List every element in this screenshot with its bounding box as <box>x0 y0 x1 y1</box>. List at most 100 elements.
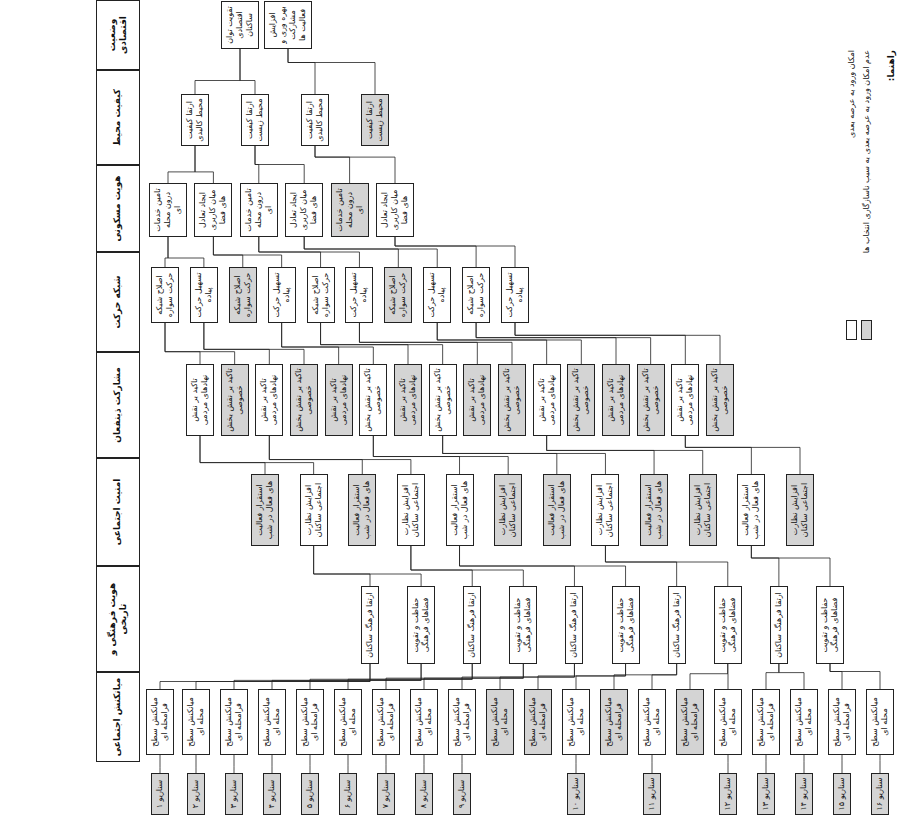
box-text: تاکید بر نقش نهادهای مردمی <box>190 368 210 432</box>
option-box: تامین خدمات درون محله ای <box>149 183 187 237</box>
option-box: تسهیل حرکت پیاده <box>268 267 296 323</box>
blocked-option-box: تاکید بر نقش بخش خصوصی <box>567 364 595 436</box>
blocked-option-box: استقرار فعالیت های فعال در شب <box>348 474 376 546</box>
blocked-option-box: استقرار فعالیت های فعال در شب <box>251 474 279 546</box>
blocked-option-box: افزایش نظارت اجتماعی ساکنان <box>494 474 522 546</box>
tree-connector <box>766 755 767 773</box>
tree-connector <box>751 546 830 586</box>
option-box: استقرار فعالیت های فعال در شب <box>737 474 765 546</box>
box-text: استقرار فعالیت های فعال در شب <box>547 478 567 542</box>
tree-connector <box>576 664 626 689</box>
option-box: تاکید بر نقش بخش خصوصی <box>429 364 457 436</box>
tree-connector <box>200 436 265 474</box>
tree-connector <box>547 436 703 474</box>
tree-connector <box>314 546 421 586</box>
tree-connector <box>204 323 304 364</box>
box-text: ایجاد تعادل میان کاربری های فضا <box>289 187 319 233</box>
box-text: تاکید بر نقش نهادهای مردمی <box>675 368 695 432</box>
legend-item: امکان ورود به عرصه بعدی <box>846 50 857 340</box>
box-text: اصلاح شبکه حرکت سواره <box>311 271 331 319</box>
option-box: تاکید بر نقش نهادهای مردمی <box>255 364 283 436</box>
tree-connector <box>204 323 269 364</box>
option-box: میانکنش سطح فرامحله ای <box>828 689 856 755</box>
tree-connector <box>272 664 421 689</box>
blocked-option-box: تاکید بر نقش نهادهای مردمی <box>394 364 422 436</box>
tree-connector <box>515 323 685 364</box>
box-text: تاکید بر نقش نهادهای مردمی <box>398 368 418 432</box>
option-box: میانکنش سطح محله ای <box>638 689 666 755</box>
box-text: ارتقا کیفیت محیط زیست <box>245 98 265 142</box>
scenario-box: سناریو ۱۶ <box>871 773 889 815</box>
tree-connector <box>424 664 523 689</box>
box-text: میانکنش سطح محله ای <box>718 693 738 751</box>
tree-connector <box>386 664 523 689</box>
box-text: ارتقا کیفیت محیط کالبدی <box>185 98 205 142</box>
tree-connector <box>165 323 235 364</box>
header-cell: هویت مسکونی <box>96 165 140 252</box>
box-text: تاکید بر نقش بخش خصوصی <box>225 368 245 432</box>
box-text: سناریو ۲ <box>191 777 201 811</box>
option-box: افزایش نظارت اجتماعی ساکنان <box>591 474 619 546</box>
tree-connector <box>395 237 476 267</box>
option-box: افزایش بهره وری و مشارکت فعالیت ها <box>264 1 312 49</box>
option-box: تسهیل حرکت پیاده <box>190 267 218 323</box>
tree-connector <box>255 146 304 183</box>
option-box: افزایش نظارت اجتماعی ساکنان <box>397 474 425 546</box>
tree-connector <box>766 664 779 689</box>
box-text: سناریو ۱۱ <box>647 777 657 811</box>
box-text: میانکنش سطح محله ای <box>262 693 282 751</box>
tree-connector <box>160 755 161 773</box>
tree-connector <box>804 755 805 773</box>
option-box: میانکنش سطح فرامحله ای <box>448 689 476 755</box>
box-text: تاکید بر نقش بخش خصوصی <box>710 368 730 432</box>
tree-connector <box>195 49 240 94</box>
box-text: میانکنش سطح فرامحله ای <box>832 693 852 751</box>
legend-text: عدم امکان ورود به عرصه بعدی به سبب ناساز… <box>862 50 872 253</box>
box-text: تامین خدمات درون محله ای <box>153 187 183 233</box>
box-text: استقرار فعالیت های فعال در شب <box>741 478 761 542</box>
box-text: حفاظت و تقویت فضاهای فرهنگی <box>411 590 431 660</box>
box-text: حفاظت و تقویت فضاهای فرهنگی <box>820 590 840 660</box>
tree-connector <box>240 49 255 94</box>
scenario-box: سناریو ۹ <box>453 773 471 815</box>
option-box: ایجاد تعادل میان کاربری های فضا <box>285 183 323 237</box>
blocked-option-box: تاکید بر نقش بخش خصوصی <box>498 364 526 436</box>
tree-connector <box>460 546 626 586</box>
tree-connector <box>168 237 204 267</box>
box-text: میانکنش سطح محله ای <box>338 693 358 751</box>
option-box: ارتقا فرهنگ ساکنان <box>463 586 481 664</box>
option-box: میانکنش سطح محله ای <box>866 689 894 755</box>
option-box: میانکنش سطح محله ای <box>410 689 438 755</box>
box-text: وضعیت اقتصادی <box>107 5 130 65</box>
scenario-box: سناریو ۳ <box>225 773 243 815</box>
option-box: افزایش نظارت اجتماعی ساکنان <box>300 474 328 546</box>
tree-connector <box>515 323 720 364</box>
legend-swatch <box>846 320 857 340</box>
box-text: حفاظت و تقویت فضاهای فرهنگی <box>616 590 636 660</box>
option-box: ارتقا فرهنگ ساکنان <box>770 586 788 664</box>
tree-connector <box>728 755 729 773</box>
scenario-box: سناریو ۶ <box>339 773 357 815</box>
blocked-option-box: میانکنش سطح فرامحله ای <box>676 689 704 755</box>
option-box: میانکنش سطح فرامحله ای <box>296 689 324 755</box>
option-box: ارتقا کیفیت محیط کالبدی <box>301 94 329 146</box>
box-text: میانکنش سطح فرامحله ای <box>528 693 548 751</box>
blocked-option-box: میانکنش سطح فرامحله ای <box>600 689 628 755</box>
option-box: تامین خدمات درون محله ای <box>240 183 278 237</box>
option-box: میانکنش سطح فرامحله ای <box>372 689 400 755</box>
box-text: ارتقا فرهنگ ساکنان <box>672 590 682 660</box>
blocked-option-box: تاکید بر نقش بخش خصوصی <box>290 364 318 436</box>
scenario-box: سناریو ۱۱ <box>643 773 661 815</box>
tree-connector <box>165 237 168 267</box>
tree-connector <box>652 664 677 689</box>
option-box: میانکنش سطح محله ای <box>790 689 818 755</box>
box-text: حفاظت و تقویت فضاهای فرهنگی <box>718 590 738 660</box>
box-text: میانکنش سطح محله ای <box>642 693 662 751</box>
tree-connector <box>437 323 581 364</box>
box-text: میانکنش سطح فرامحله ای <box>300 693 320 751</box>
tree-connector <box>165 323 200 364</box>
box-text: امنیت اجتماعی <box>112 479 123 546</box>
tree-connector <box>476 323 616 364</box>
blocked-option-box: میانکنش سطح محله ای <box>486 689 514 755</box>
tree-connector <box>614 664 677 689</box>
